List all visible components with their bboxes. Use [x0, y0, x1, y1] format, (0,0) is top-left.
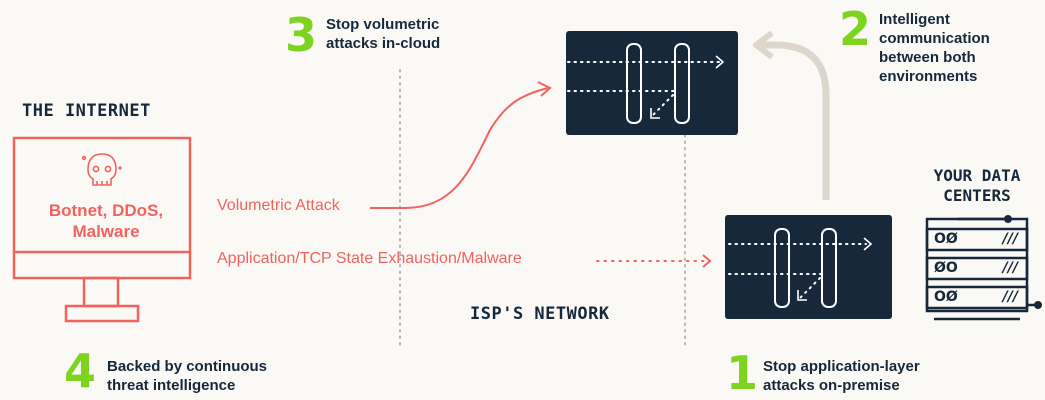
- cloud-mitigation-device: [566, 31, 738, 135]
- rack-row-indicators: OØ: [934, 289, 958, 305]
- application-arrowhead: [702, 254, 712, 268]
- step-3-number: 3: [285, 8, 318, 62]
- communication-arrowhead: [753, 30, 774, 60]
- rack-row-3: OØ ///: [934, 287, 1022, 308]
- step-2-number: 2: [839, 2, 872, 56]
- internet-monitor: [12, 136, 192, 323]
- datacenter-rack: [925, 215, 1042, 321]
- skull-icon: [81, 153, 122, 186]
- rack-row-2: ØO ///: [934, 258, 1022, 279]
- rack-row-vents: ///: [1002, 289, 1018, 305]
- step-4-text: Backed by continuous threat intelligence: [107, 358, 268, 394]
- rack-row-vents: ///: [1002, 231, 1018, 247]
- rack-row-vents: ///: [1002, 260, 1018, 276]
- step-1-number: 1: [726, 346, 759, 400]
- datacenter-heading: YOUR DATA CENTERS: [933, 166, 1021, 205]
- rack-row-1: OØ ///: [934, 229, 1022, 250]
- rack-row-indicators: ØO: [934, 260, 958, 276]
- communication-link: [760, 41, 830, 200]
- threat-types-label: Botnet, DDoS, Malware: [48, 201, 164, 241]
- step-1-text: Stop application-layer attacks on-premis…: [763, 358, 920, 394]
- application-attack-label: Application/TCP State Exhaustion/Malware: [217, 250, 522, 267]
- isp-network-label: ISP'S NETWORK: [470, 304, 610, 324]
- rack-row-indicators: OØ: [934, 231, 958, 247]
- step-2-text: Intelligent communication between both e…: [879, 11, 990, 85]
- step-4-number: 4: [64, 344, 97, 398]
- onpremise-mitigation-device: [725, 215, 892, 319]
- internet-heading: THE INTERNET: [22, 101, 151, 121]
- volumetric-arrowhead: [537, 81, 552, 97]
- step-3-text: Stop volumetric attacks in-cloud: [326, 16, 441, 52]
- volumetric-attack-label: Volumetric Attack: [217, 197, 340, 214]
- volumetric-attack-line: [370, 87, 549, 209]
